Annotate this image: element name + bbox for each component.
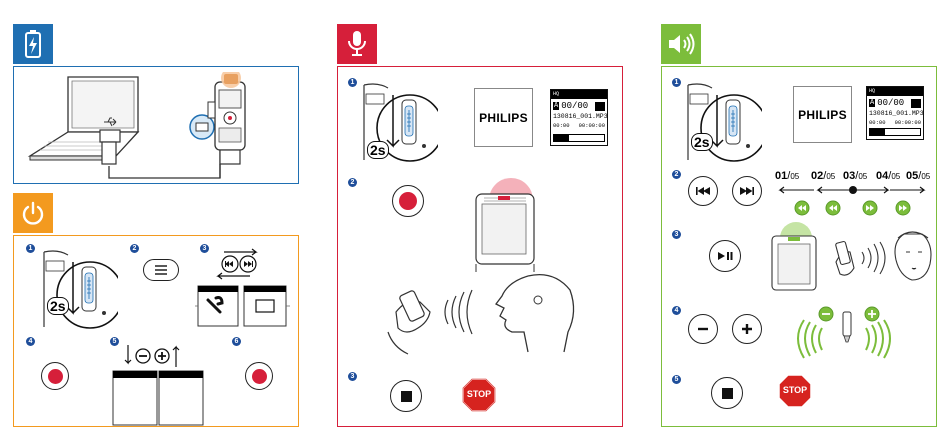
track-label-5: 05/05 (906, 170, 930, 182)
battery-bolt-icon (22, 29, 44, 59)
record-step-1: 1 (348, 78, 357, 87)
brand-logo: PHILIPS (793, 86, 852, 143)
lcd-progress-fill (554, 135, 569, 141)
lcd-progress-bar (553, 134, 605, 142)
volume-up-button[interactable] (732, 314, 762, 344)
record-button-power-6[interactable] (245, 362, 273, 390)
volume-illustration (794, 302, 894, 362)
track-label-2: 02/05 (811, 170, 835, 182)
volume-adjust-illustration (110, 341, 206, 427)
menu-button[interactable] (143, 259, 179, 281)
lcd-index: A (869, 99, 875, 107)
lcd-filename: 130816_001.MP3 (867, 110, 923, 117)
settings-navigation-illustration (194, 248, 294, 330)
stop-button[interactable] (711, 377, 743, 409)
plus-icon (740, 322, 754, 336)
stop-sign-label: STOP (778, 385, 812, 395)
play-tab (661, 24, 701, 64)
power-step-1: 1 (26, 244, 35, 253)
previous-button[interactable] (688, 176, 718, 206)
next-button[interactable] (732, 176, 762, 206)
lcd-counter: 00/00 (561, 101, 588, 111)
power-step-6: 6 (232, 337, 241, 346)
stop-sign-label: STOP (462, 389, 496, 399)
record-button-power-4[interactable] (41, 362, 69, 390)
minus-icon (696, 322, 710, 336)
hold-2s-label: 2s (367, 141, 389, 159)
record-step-2: 2 (348, 178, 357, 187)
lcd-total: 00:00:00 (895, 119, 921, 126)
charge-tab (13, 24, 53, 64)
lcd-filename: 130816_001.MP3 (551, 113, 607, 120)
play-step-5: 5 (672, 375, 681, 384)
power-step-2: 2 (130, 244, 139, 253)
lcd-quality: HQ (551, 90, 607, 99)
lcd-index: A (553, 102, 559, 110)
power-tab (13, 193, 53, 233)
previous-icon (695, 186, 711, 196)
recording-illustration (378, 172, 588, 357)
play-step-4: 4 (672, 306, 681, 315)
lcd-progress-bar (869, 128, 921, 136)
record-tab (337, 24, 377, 64)
record-dot-icon (48, 369, 63, 384)
speaker-icon (666, 32, 696, 56)
lcd-total: 00:00:00 (579, 122, 605, 129)
play-step-1: 1 (672, 78, 681, 87)
playback-illustration (766, 222, 936, 297)
side-switch-illustration (682, 80, 762, 165)
hold-2s-label: 2s (47, 297, 69, 315)
laptop-usb-illustration (20, 72, 290, 182)
lcd-elapsed: 00:00 (869, 119, 886, 126)
stop-square-icon (722, 388, 733, 399)
power-icon (20, 200, 46, 226)
hold-2s-label: 2s (691, 133, 713, 151)
side-switch-illustration (38, 247, 118, 332)
brand-logo: PHILIPS (474, 88, 533, 147)
record-step-3: 3 (348, 372, 357, 381)
stop-square-icon (401, 391, 412, 402)
record-dot-icon (252, 369, 267, 384)
play-step-3: 3 (672, 230, 681, 239)
menu-lines-icon (154, 265, 168, 275)
play-pause-icon (717, 251, 733, 261)
power-step-4: 4 (26, 337, 35, 346)
play-pause-button[interactable] (709, 240, 741, 272)
stop-button[interactable] (390, 380, 422, 412)
lcd-quality: HQ (867, 87, 923, 96)
next-icon (739, 186, 755, 196)
volume-down-button[interactable] (688, 314, 718, 344)
lcd-counter: 00/00 (877, 98, 904, 108)
track-label-4: 04/05 (876, 170, 900, 182)
lcd-elapsed: 00:00 (553, 122, 570, 129)
microphone-icon (345, 29, 369, 59)
track-label-1: 01/05 (775, 170, 799, 182)
lcd-progress-fill (870, 129, 885, 135)
play-step-2: 2 (672, 170, 681, 179)
track-navigation-diagram (778, 183, 928, 218)
track-label-3: 03/05 (843, 170, 867, 182)
